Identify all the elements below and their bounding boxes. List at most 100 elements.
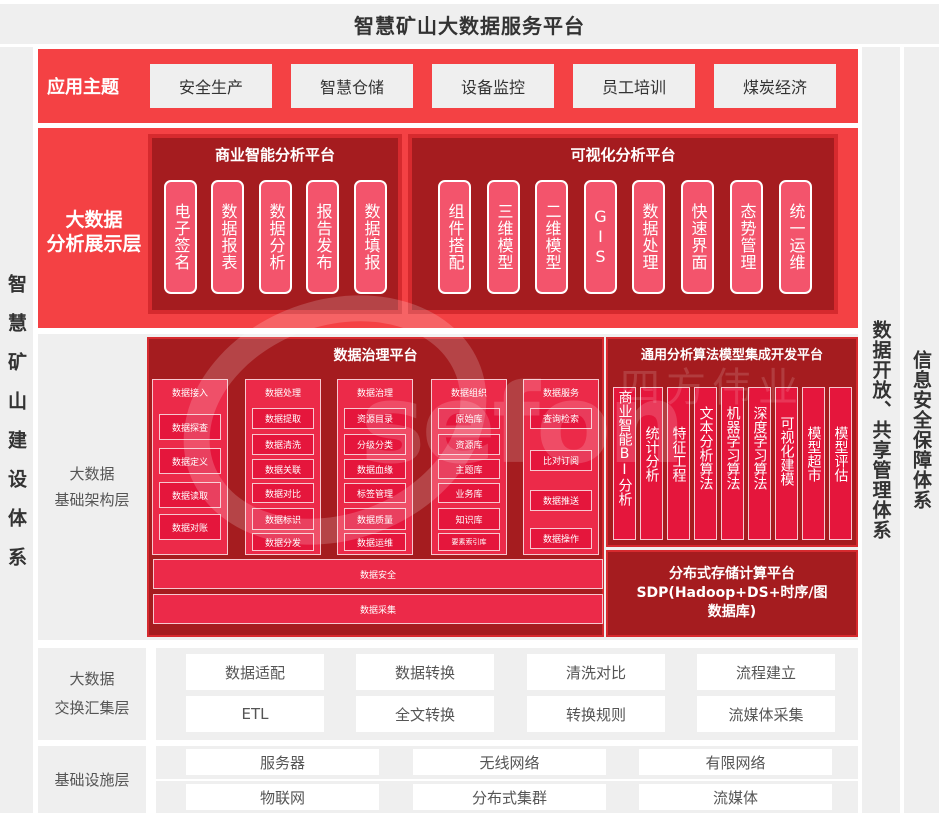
governance-item: 数据关联 xyxy=(252,459,314,479)
exchange-item: ETL xyxy=(186,696,324,732)
algorithm-item-label: 商业智能BI分析 xyxy=(616,390,633,506)
base-item: 无线网络 xyxy=(413,749,606,775)
app-theme-item: 员工培训 xyxy=(573,64,695,108)
governance-item: 数据操作 xyxy=(530,528,592,549)
base-row-divider xyxy=(156,779,858,781)
data-sharing-system-column: 数据开放、共享管理体系 xyxy=(862,47,900,813)
algorithm-item: 统计分析 xyxy=(640,387,663,540)
governance-item: 数据标识 xyxy=(252,508,314,530)
security-system-column: 信息安全保障体系 xyxy=(904,47,939,813)
governance-item: 资源目录 xyxy=(344,408,406,429)
viz-item-label: 二维模型 xyxy=(542,203,562,271)
governance-item: 数据探查 xyxy=(159,414,221,440)
base-item: 有限网络 xyxy=(639,749,832,775)
infra-layer-label-line1: 大数据 xyxy=(69,465,115,483)
storage-platform-line1: 分布式存储计算平台 xyxy=(669,566,795,582)
exchange-item: 转换规则 xyxy=(527,696,665,732)
governance-platform: 数据治理平台 数据接入 数据探查 数据定义 数据读取 数据对账 数据处理 数据提… xyxy=(147,337,604,637)
governance-item: 数据定义 xyxy=(159,448,221,474)
algorithm-item-label: 文本分析算法 xyxy=(697,406,714,490)
governance-column-service: 数据服务 查询检索 比对订阅 数据推送 数据操作 xyxy=(523,379,599,555)
analysis-layer-label-line1: 大数据 xyxy=(65,209,123,231)
algorithm-item-label: 模型评估 xyxy=(832,426,849,482)
algorithm-item: 机器学习算法 xyxy=(721,387,744,540)
algorithm-item-label: 模型超市 xyxy=(805,426,822,482)
viz-item-label: GIS xyxy=(591,207,610,267)
data-sharing-system-label: 数据开放、共享管理体系 xyxy=(869,320,892,540)
viz-item: 快速界面 xyxy=(681,180,714,294)
governance-item: 分级分类 xyxy=(344,434,406,455)
analysis-layer-label-line2: 分析展示层 xyxy=(46,233,142,255)
infra-layer-label: 大数据 基础架构层 xyxy=(38,334,146,640)
viz-item-label: 快速界面 xyxy=(688,203,708,271)
storage-platform-line3: 数据库) xyxy=(707,604,757,620)
governance-item: 查询检索 xyxy=(530,408,592,429)
governance-item: 要素索引库 xyxy=(438,533,500,551)
governance-item: 比对订阅 xyxy=(530,450,592,471)
governance-column-governance: 数据治理 资源目录 分级分类 数据血缘 标签管理 数据质量 数据运维 xyxy=(337,379,413,555)
viz-item: 数据处理 xyxy=(632,180,665,294)
exchange-layer-label-line1: 大数据 xyxy=(69,670,115,688)
viz-item: 态势管理 xyxy=(730,180,763,294)
governance-column-organization: 数据组织 原始库 资源库 主题库 业务库 知识库 要素索引库 xyxy=(431,379,507,555)
app-theme-item: 设备监控 xyxy=(432,64,554,108)
algorithm-item: 可视化建模 xyxy=(775,387,798,540)
app-theme-item: 安全生产 xyxy=(150,64,272,108)
governance-column-access: 数据接入 数据探查 数据定义 数据读取 数据对账 xyxy=(152,379,228,555)
left-system-label: 智慧矿山建设体系 xyxy=(5,274,27,586)
governance-item: 数据对账 xyxy=(159,514,221,540)
algorithm-item: 模型评估 xyxy=(829,387,852,540)
viz-platform-title: 可视化分析平台 xyxy=(570,146,676,164)
app-theme-label: 应用主题 xyxy=(47,77,119,98)
governance-item: 标签管理 xyxy=(344,483,406,503)
exchange-item: 清洗对比 xyxy=(527,654,665,690)
base-item: 分布式集群 xyxy=(413,784,606,810)
governance-item: 资源库 xyxy=(438,434,500,455)
governance-item: 数据分发 xyxy=(252,533,314,551)
viz-item: 组件搭配 xyxy=(438,180,471,294)
app-theme-layer: 应用主题 安全生产 智慧仓储 设备监控 员工培训 煤炭经济 xyxy=(38,49,858,123)
governance-item: 数据提取 xyxy=(252,408,314,429)
algorithm-item: 深度学习算法 xyxy=(748,387,771,540)
bi-platform-title: 商业智能分析平台 xyxy=(214,146,335,164)
page-title: 智慧矿山大数据服务平台 xyxy=(0,4,939,44)
governance-item: 数据清洗 xyxy=(252,434,314,455)
bi-item-label: 数据报表 xyxy=(218,203,238,271)
governance-item: 知识库 xyxy=(438,508,500,530)
bi-item: 电子签名 xyxy=(164,180,197,294)
algorithm-item-label: 特征工程 xyxy=(670,426,687,482)
algorithm-item: 特征工程 xyxy=(667,387,690,540)
analysis-layer-label: 大数据 分析展示层 xyxy=(38,208,150,256)
security-system-label: 信息安全保障体系 xyxy=(910,350,932,510)
exchange-layer-label: 大数据 交换汇集层 xyxy=(38,648,146,740)
bi-item-label: 报告发布 xyxy=(313,203,333,271)
algorithm-item-label: 可视化建模 xyxy=(778,416,795,486)
viz-item: GIS xyxy=(584,180,617,294)
bi-item: 数据报表 xyxy=(211,180,244,294)
viz-item-label: 组件搭配 xyxy=(445,203,465,271)
base-item: 流媒体 xyxy=(639,784,832,810)
app-theme-item: 煤炭经济 xyxy=(714,64,836,108)
analysis-display-layer: 大数据 分析展示层 商业智能分析平台 电子签名 数据报表 数据分析 报告发布 数… xyxy=(38,128,858,328)
governance-item: 数据推送 xyxy=(530,490,592,511)
viz-item-label: 数据处理 xyxy=(639,203,659,271)
exchange-layer: 数据适配 数据转换 清洗对比 流程建立 ETL 全文转换 转换规则 流媒体采集 xyxy=(156,648,858,740)
bi-item: 数据填报 xyxy=(354,180,387,294)
base-item: 物联网 xyxy=(186,784,379,810)
data-security-bar: 数据安全 xyxy=(153,559,603,589)
governance-item: 数据血缘 xyxy=(344,459,406,479)
infra-layer-label-line2: 基础架构层 xyxy=(54,491,130,509)
viz-item-label: 统一运维 xyxy=(786,203,806,271)
governance-column-title: 数据组织 xyxy=(450,389,487,399)
storage-platform: 分布式存储计算平台 SDP(Hadoop+DS+时序/图 数据库) xyxy=(606,550,858,637)
app-theme-item: 智慧仓储 xyxy=(291,64,413,108)
exchange-item: 数据转换 xyxy=(356,654,494,690)
base-item: 服务器 xyxy=(186,749,379,775)
bi-item-label: 数据填报 xyxy=(361,203,381,271)
viz-platform: 可视化分析平台 组件搭配 三维模型 二维模型 GIS 数据处理 快速界面 态势管… xyxy=(408,134,838,314)
algorithm-item-label: 统计分析 xyxy=(643,426,660,482)
exchange-item: 流程建立 xyxy=(697,654,835,690)
left-system-column: 智慧矿山建设体系 xyxy=(0,47,33,813)
bi-item: 报告发布 xyxy=(306,180,339,294)
bi-item: 数据分析 xyxy=(259,180,292,294)
